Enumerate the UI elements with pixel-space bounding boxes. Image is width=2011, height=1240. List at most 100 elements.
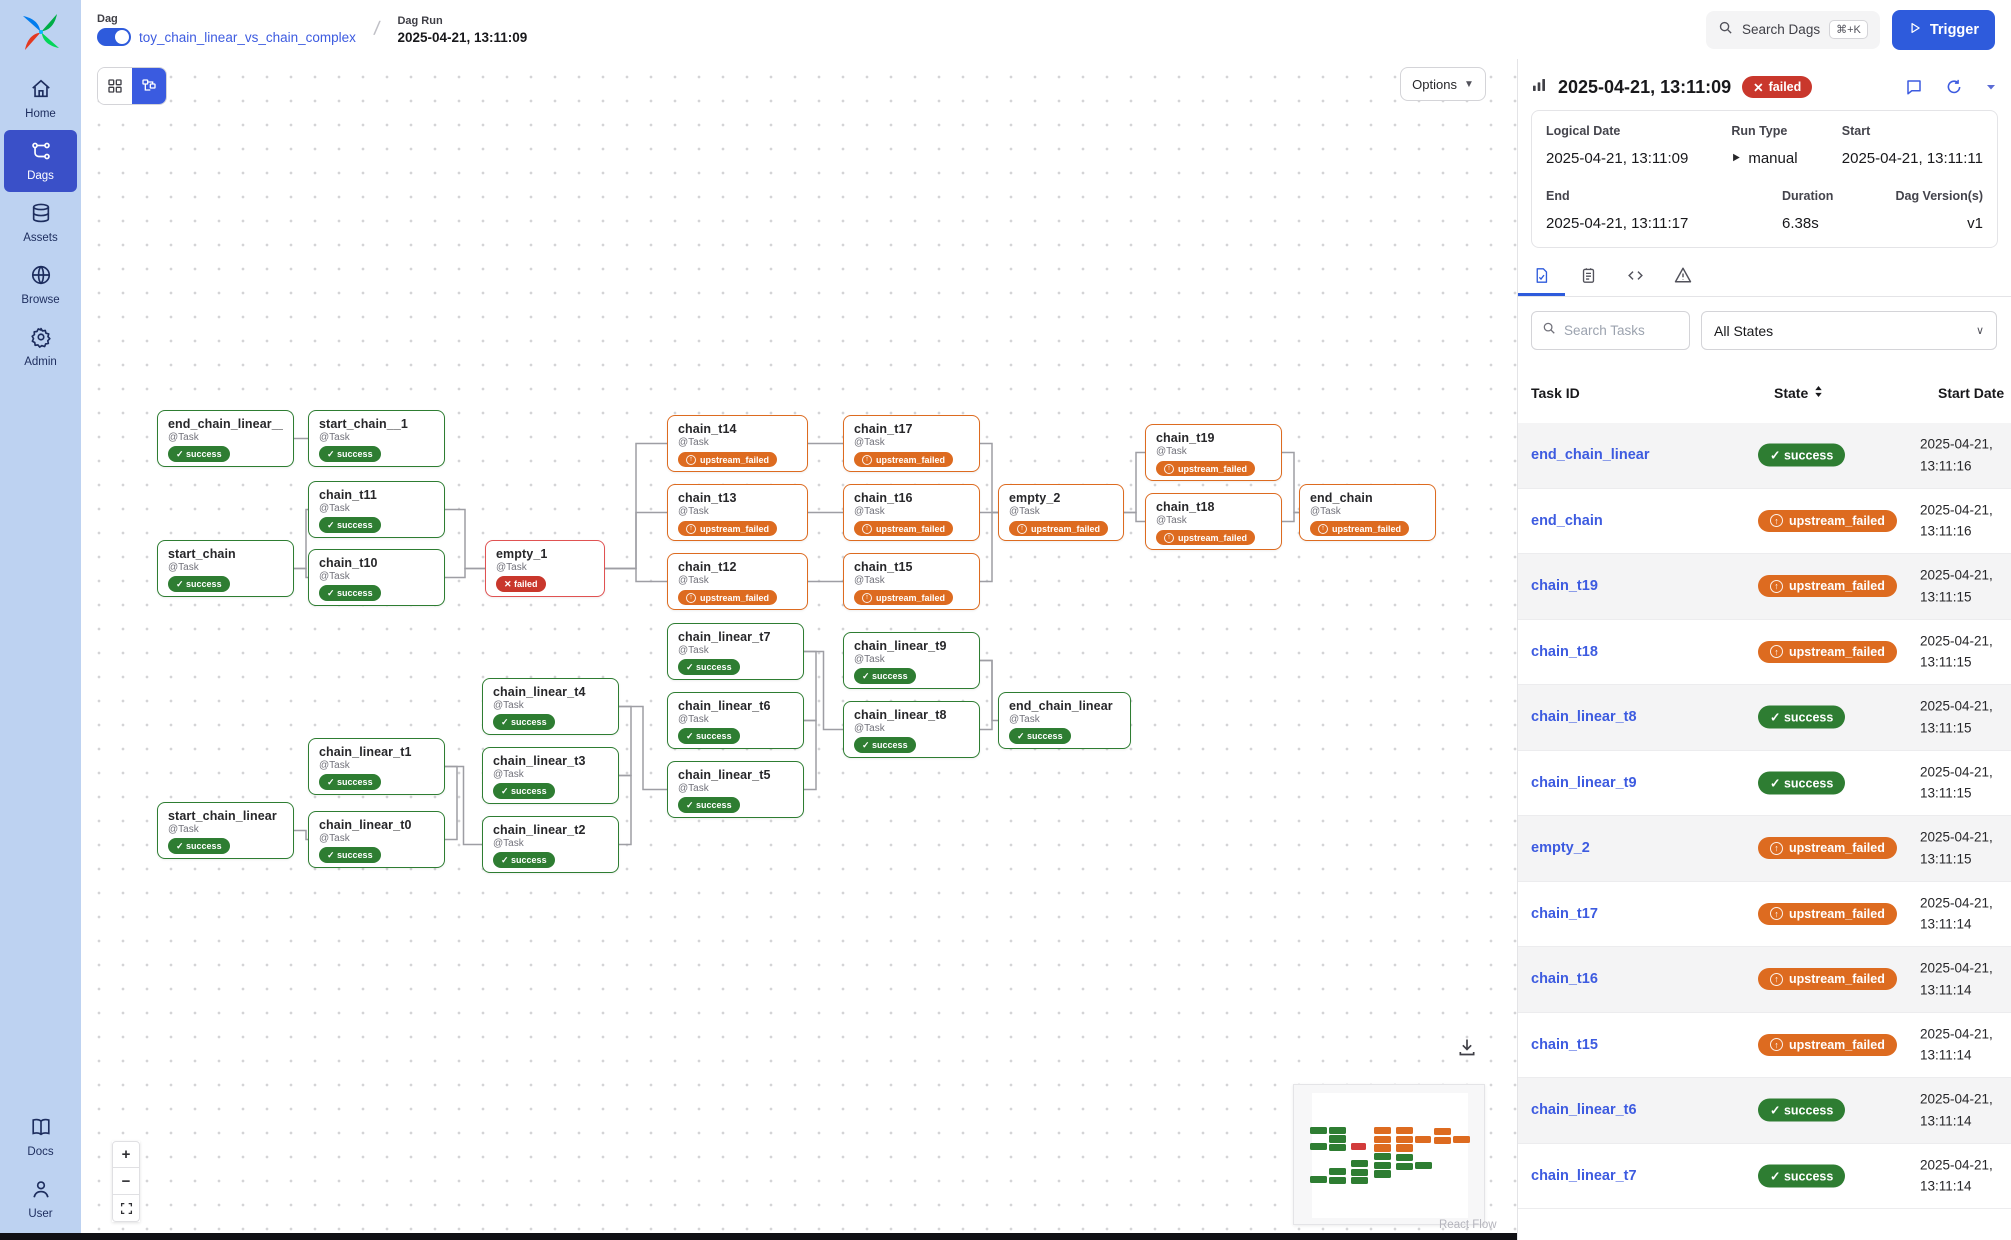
task-node-subtitle: @Task [493,838,524,849]
task-node-chain_linear_t6[interactable]: chain_linear_t6@Task✓ success [667,692,804,749]
task-node-chain_linear_t0[interactable]: chain_linear_t0@Task✓ success [308,811,445,868]
task-status-badge: ✓ success [168,446,230,462]
dag-name-link[interactable]: toy_chain_linear_vs_chain_complex [139,29,356,45]
sidebar-item-admin[interactable]: Admin [4,316,77,378]
run-type-value: manual [1748,150,1798,167]
trigger-button[interactable]: Trigger [1891,9,1995,50]
end-value: 2025-04-21, 13:11:17 [1546,215,1689,232]
task-node-empty_1[interactable]: empty_1@Task✕ failed [485,540,605,597]
fit-view-button[interactable] [112,1195,140,1222]
sidebar-item-browse[interactable]: Browse [4,254,77,316]
column-state[interactable]: State [1774,385,1824,401]
tab-code[interactable] [1612,262,1659,296]
minimap-node [1373,1170,1391,1178]
task-node-chain_linear_t7[interactable]: chain_linear_t7@Task✓ success [667,623,804,680]
task-node-end_chain[interactable]: end_chain@Task↑ upstream_failed [1299,484,1436,541]
sidebar-item-docs[interactable]: Docs [4,1106,77,1168]
graph-edge [445,508,485,570]
task-node-chain_t19[interactable]: chain_t19@Task↑ upstream_failed [1145,424,1282,481]
task-node-chain_t10[interactable]: chain_t10@Task✓ success [308,549,445,606]
task-node-chain_linear_t5[interactable]: chain_linear_t5@Task✓ success [667,761,804,818]
task-link-end_chain_linear[interactable]: end_chain_linear [1531,447,1650,464]
task-node-end_chain_linear__1[interactable]: end_chain_linear__1@Task✓ success [157,410,294,467]
search-dags-button[interactable]: Search Dags ⌘+K [1706,10,1880,49]
task-node-chain_t17[interactable]: chain_t17@Task↑ upstream_failed [843,415,980,472]
tab-task-instances[interactable] [1518,262,1565,296]
task-link-chain_linear_t9[interactable]: chain_linear_t9 [1531,774,1637,791]
task-link-chain_t15[interactable]: chain_t15 [1531,1036,1598,1053]
browse-icon [30,264,52,291]
task-node-chain_linear_t9[interactable]: chain_linear_t9@Task✓ success [843,632,980,689]
task-link-end_chain[interactable]: end_chain [1531,512,1603,529]
state-filter-select[interactable]: All States ∨ [1701,311,1997,350]
task-node-chain_linear_t8[interactable]: chain_linear_t8@Task✓ success [843,701,980,758]
minimap-node [1395,1154,1413,1162]
task-status-badge: ✓ success [854,737,916,753]
task-start-date: 2025-04-21,13:11:14 [1920,895,1993,932]
calendar-list-icon [1580,267,1597,289]
task-node-chain_t14[interactable]: chain_t14@Task↑ upstream_failed [667,415,808,472]
task-node-chain_t18[interactable]: chain_t18@Task↑ upstream_failed [1145,493,1282,550]
upstream-arrow-icon: ↑ [1770,907,1783,921]
graph-canvas[interactable]: Options ▼ end_chain_linear__1@Task✓ succ… [81,59,1517,1240]
task-link-chain_linear_t8[interactable]: chain_linear_t8 [1531,709,1637,726]
sidebar-item-label: Home [25,108,56,120]
task-link-empty_2[interactable]: empty_2 [1531,840,1590,857]
task-node-chain_linear_t2[interactable]: chain_linear_t2@Task✓ success [482,816,619,873]
options-button[interactable]: Options ▼ [1400,67,1486,101]
task-link-chain_t17[interactable]: chain_t17 [1531,905,1598,922]
search-tasks-input[interactable] [1564,323,1669,338]
task-node-empty_2[interactable]: empty_2@Task↑ upstream_failed [998,484,1124,541]
task-node-title: chain_linear_t6 [678,699,771,713]
clear-run-icon[interactable] [1945,78,1963,96]
tab-events[interactable] [1565,262,1612,296]
dag-pause-toggle[interactable] [97,28,131,46]
task-link-chain_t18[interactable]: chain_t18 [1531,643,1598,660]
task-node-subtitle: @Task [1156,515,1187,526]
task-link-chain_linear_t7[interactable]: chain_linear_t7 [1531,1167,1637,1184]
zoom-out-button[interactable]: − [112,1168,140,1195]
graph-edge [294,567,308,579]
task-node-chain_t11[interactable]: chain_t11@Task✓ success [308,481,445,538]
task-node-chain_t15[interactable]: chain_t15@Task↑ upstream_failed [843,553,980,610]
tab-warnings[interactable] [1659,262,1706,296]
sidebar-item-label: User [28,1208,53,1220]
task-node-chain_linear_t4[interactable]: chain_linear_t4@Task✓ success [482,678,619,735]
minimap-node [1415,1135,1431,1143]
zoom-in-button[interactable]: + [112,1141,140,1168]
more-actions-caret-icon[interactable] [1985,81,1997,93]
task-node-subtitle: @Task [319,571,350,582]
task-status-badge: ↑ upstream_failed [1310,521,1410,536]
task-node-start_chain[interactable]: start_chain@Task✓ success [157,540,294,597]
grid-view-button[interactable] [98,68,132,104]
chevron-down-icon: ▼ [1463,78,1474,90]
sidebar-item-dags[interactable]: Dags [4,130,77,192]
task-node-chain_t12[interactable]: chain_t12@Task↑ upstream_failed [667,553,808,610]
task-node-chain_linear_t3[interactable]: chain_linear_t3@Task✓ success [482,747,619,804]
task-link-chain_t16[interactable]: chain_t16 [1531,971,1598,988]
upstream-arrow-icon: ↑ [1770,972,1783,986]
task-node-chain_t16[interactable]: chain_t16@Task↑ upstream_failed [843,484,980,541]
task-link-chain_linear_t6[interactable]: chain_linear_t6 [1531,1102,1637,1119]
task-node-chain_linear_t1[interactable]: chain_linear_t1@Task✓ success [308,738,445,795]
graph-view-button[interactable] [132,68,166,104]
task-node-subtitle: @Task [1009,506,1040,517]
sidebar-item-user[interactable]: User [4,1168,77,1230]
notes-icon[interactable] [1905,78,1923,96]
task-node-start_chain__1[interactable]: start_chain__1@Task✓ success [308,410,445,467]
task-node-title: chain_t15 [854,560,913,574]
task-link-chain_t19[interactable]: chain_t19 [1531,578,1598,595]
sidebar-item-home[interactable]: Home [4,68,77,130]
task-node-start_chain_linear[interactable]: start_chain_linear@Task✓ success [157,802,294,859]
download-graph-icon[interactable] [1457,1037,1477,1062]
options-label: Options [1412,76,1457,92]
minimap[interactable] [1293,1084,1485,1225]
task-node-end_chain_linear[interactable]: end_chain_linear@Task✓ success [998,692,1131,749]
task-node-chain_t13[interactable]: chain_t13@Task↑ upstream_failed [667,484,808,541]
airflow-logo[interactable] [19,10,63,54]
task-node-title: chain_linear_t2 [493,823,586,837]
task-status-badge: ↑ upstream_failed [1009,521,1109,536]
sidebar-item-assets[interactable]: Assets [4,192,77,254]
